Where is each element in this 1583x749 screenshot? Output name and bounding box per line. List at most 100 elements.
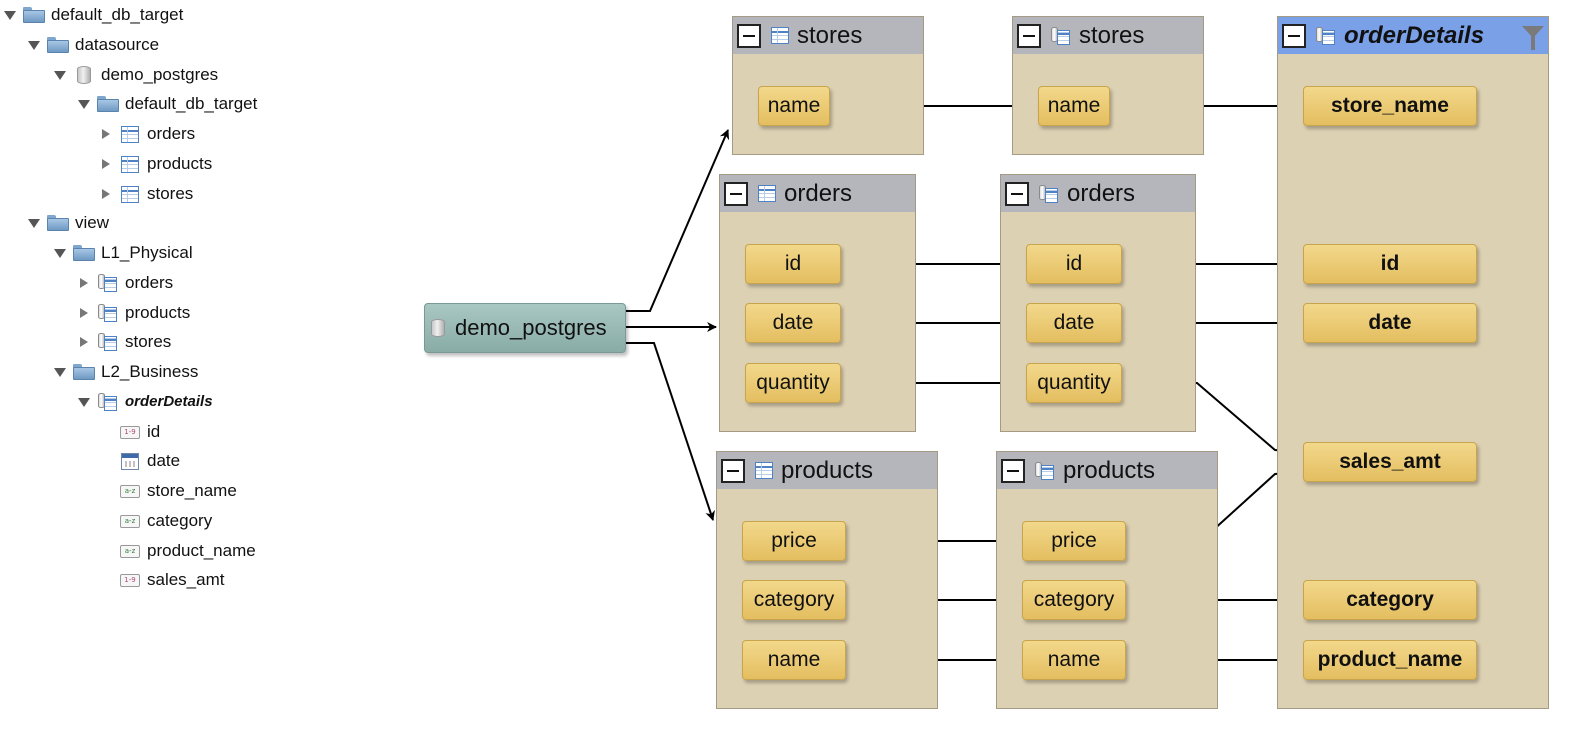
- tree-item-label: products: [125, 303, 191, 322]
- tree-item[interactable]: L2_Business: [54, 360, 198, 384]
- table-icon: [118, 184, 142, 204]
- field-name[interactable]: name: [1022, 640, 1126, 680]
- folder-icon-glyph: [73, 245, 95, 261]
- database-icon: [431, 319, 445, 337]
- funnel-icon[interactable]: [1522, 26, 1544, 50]
- view-icon-glyph: [1051, 26, 1071, 45]
- view-icon: [1035, 461, 1055, 480]
- view-icon-glyph: [1035, 461, 1055, 480]
- field-id[interactable]: id: [745, 244, 841, 284]
- database-icon-glyph: [77, 66, 91, 84]
- table-icon: [118, 124, 142, 144]
- view-icon: [1316, 26, 1336, 45]
- field-store-name[interactable]: store_name: [1303, 86, 1477, 126]
- tree-item-label: sales_amt: [147, 570, 225, 589]
- field-price[interactable]: price: [1022, 521, 1126, 561]
- entity-box-l1-stores[interactable]: stores: [1012, 16, 1204, 155]
- folder-icon: [96, 94, 120, 114]
- tree-item[interactable]: orders: [100, 122, 195, 146]
- entity-box-header[interactable]: orders: [720, 175, 915, 212]
- field-name[interactable]: name: [1038, 86, 1110, 126]
- calendar-icon: [118, 451, 142, 471]
- tree-item[interactable]: orders: [78, 271, 173, 295]
- entity-box-header[interactable]: orderDetails: [1278, 17, 1548, 54]
- tree-item[interactable]: view: [28, 211, 109, 235]
- field-category[interactable]: category: [1303, 580, 1477, 620]
- table-icon-glyph: [121, 185, 139, 203]
- folder-icon-glyph: [73, 364, 95, 380]
- entity-box-header[interactable]: products: [717, 452, 937, 489]
- tree-item-label: stores: [147, 184, 194, 203]
- tree-item[interactable]: default_db_target: [4, 3, 183, 27]
- tree-item[interactable]: date: [100, 449, 180, 473]
- entity-box-title: stores: [1079, 21, 1145, 49]
- tree-item[interactable]: orderDetails: [78, 390, 213, 414]
- field-date[interactable]: date: [745, 303, 841, 343]
- field-quantity[interactable]: quantity: [1026, 363, 1122, 403]
- field-product-name[interactable]: product_name: [1303, 640, 1477, 680]
- folder-icon: [22, 5, 46, 25]
- entity-box-header[interactable]: stores: [1013, 17, 1203, 54]
- tree-item-label: orderDetails: [125, 393, 213, 410]
- tree-item[interactable]: demo_postgres: [54, 63, 218, 87]
- entity-box-title: orders: [784, 179, 853, 207]
- field-category[interactable]: category: [1022, 580, 1126, 620]
- field-id[interactable]: id: [1303, 244, 1477, 284]
- field-category[interactable]: category: [742, 580, 846, 620]
- collapse-icon[interactable]: [1005, 181, 1029, 206]
- folder-icon: [46, 213, 70, 233]
- collapse-icon[interactable]: [1282, 23, 1306, 48]
- collapse-icon[interactable]: [1017, 23, 1041, 48]
- text-type-icon: a-z: [118, 511, 142, 531]
- tree-item[interactable]: datasource: [28, 33, 159, 57]
- field-date[interactable]: date: [1026, 303, 1122, 343]
- entity-box-header[interactable]: stores: [733, 17, 923, 54]
- field-price[interactable]: price: [742, 521, 846, 561]
- folder-icon: [72, 362, 96, 382]
- entity-box-header[interactable]: orders: [1001, 175, 1195, 212]
- tree-panel: default_db_target datasource demo_postgres…: [0, 0, 400, 749]
- table-icon: [755, 462, 773, 479]
- table-icon-glyph: [771, 27, 789, 44]
- view-icon: [96, 332, 120, 352]
- tree-item[interactable]: L1_Physical: [54, 241, 193, 265]
- field-quantity[interactable]: quantity: [745, 363, 841, 403]
- tree-item-label: datasource: [75, 35, 160, 54]
- collapse-icon[interactable]: [721, 458, 745, 483]
- tree-item-label: demo_postgres: [101, 65, 219, 84]
- field-name[interactable]: name: [758, 86, 830, 126]
- field-name[interactable]: name: [742, 640, 846, 680]
- tree-item[interactable]: stores: [78, 330, 171, 354]
- entity-box-src-stores[interactable]: stores: [732, 16, 924, 155]
- datasource-node[interactable]: demo_postgres: [424, 303, 626, 353]
- tree-item[interactable]: stores: [100, 182, 193, 206]
- entity-box-header[interactable]: products: [997, 452, 1217, 489]
- tree-item[interactable]: products: [78, 301, 190, 325]
- field-id[interactable]: id: [1026, 244, 1122, 284]
- tree-item[interactable]: products: [100, 152, 212, 176]
- view-icon-glyph: [98, 333, 118, 351]
- tree-item-label: orders: [147, 124, 196, 143]
- collapse-icon[interactable]: [724, 181, 748, 206]
- text-type-icon: a-z: [118, 541, 142, 561]
- tree-item-label: view: [75, 213, 110, 232]
- collapse-icon[interactable]: [737, 23, 761, 48]
- view-icon-glyph: [1316, 26, 1336, 45]
- entity-box-title: stores: [797, 21, 863, 49]
- tree-item-label: stores: [125, 332, 172, 351]
- tree-item-label: L1_Physical: [101, 243, 193, 262]
- folder-icon-glyph: [97, 96, 119, 112]
- tree-item-label: L2_Business: [101, 362, 199, 381]
- field-sales-amt[interactable]: sales_amt: [1303, 442, 1477, 482]
- tree-item[interactable]: default_db_target: [78, 92, 257, 116]
- field-date[interactable]: date: [1303, 303, 1477, 343]
- table-icon-glyph: [121, 125, 139, 143]
- lineage-arrow: [624, 342, 715, 521]
- view-icon-glyph: [98, 393, 118, 411]
- collapse-icon[interactable]: [1001, 458, 1025, 483]
